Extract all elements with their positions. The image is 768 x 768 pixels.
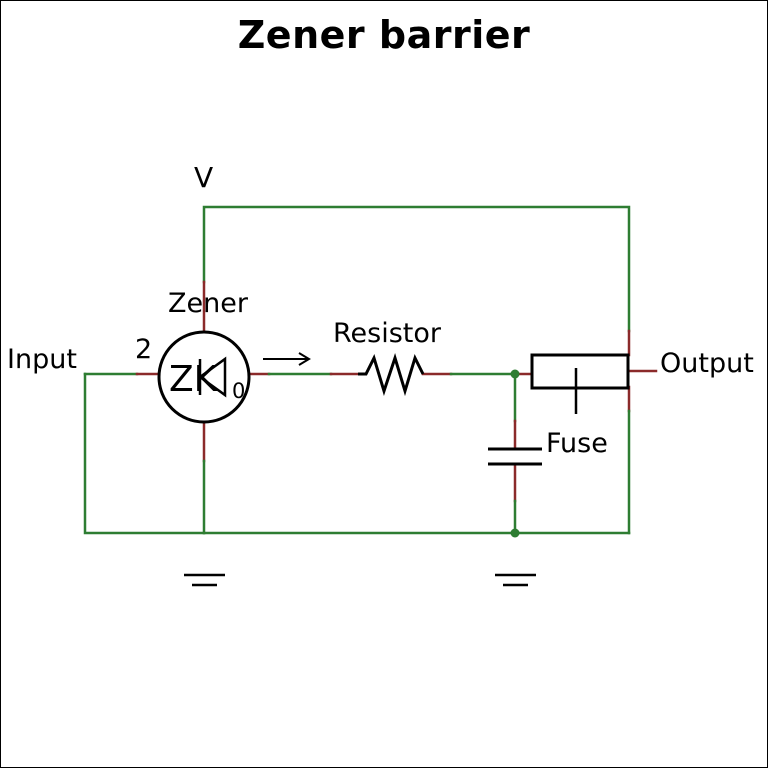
input-return-wire <box>83 372 206 535</box>
resistor-label: Resistor <box>333 318 442 349</box>
zener-component: ZK <box>157 330 251 424</box>
zener-label: Zener <box>168 288 249 319</box>
junction-dot-bottom <box>510 528 520 538</box>
zener-symbol-text: ZK <box>169 359 219 400</box>
zener-body-circle <box>157 330 251 424</box>
diagram-title: Zener barrier <box>237 13 531 57</box>
input-label: Input <box>7 344 77 375</box>
resistor-zigzag <box>358 353 425 397</box>
capacitor-component <box>488 447 542 466</box>
current-arrow-icon <box>263 352 311 366</box>
pin-right-label: 0 <box>232 379 245 403</box>
pin-left-label: 2 <box>135 334 152 365</box>
ground-symbol-left-icon <box>184 573 225 587</box>
ground-symbol-right-icon <box>495 573 536 587</box>
fuse-component <box>530 353 630 414</box>
supply-label: V <box>194 161 213 194</box>
junction-dot-top <box>510 369 520 379</box>
supply-rail-wire <box>202 205 631 333</box>
fuse-body <box>530 353 630 390</box>
fuse-label: Fuse <box>546 428 608 459</box>
output-label: Output <box>660 348 754 379</box>
zener-diode-icon <box>197 356 227 398</box>
